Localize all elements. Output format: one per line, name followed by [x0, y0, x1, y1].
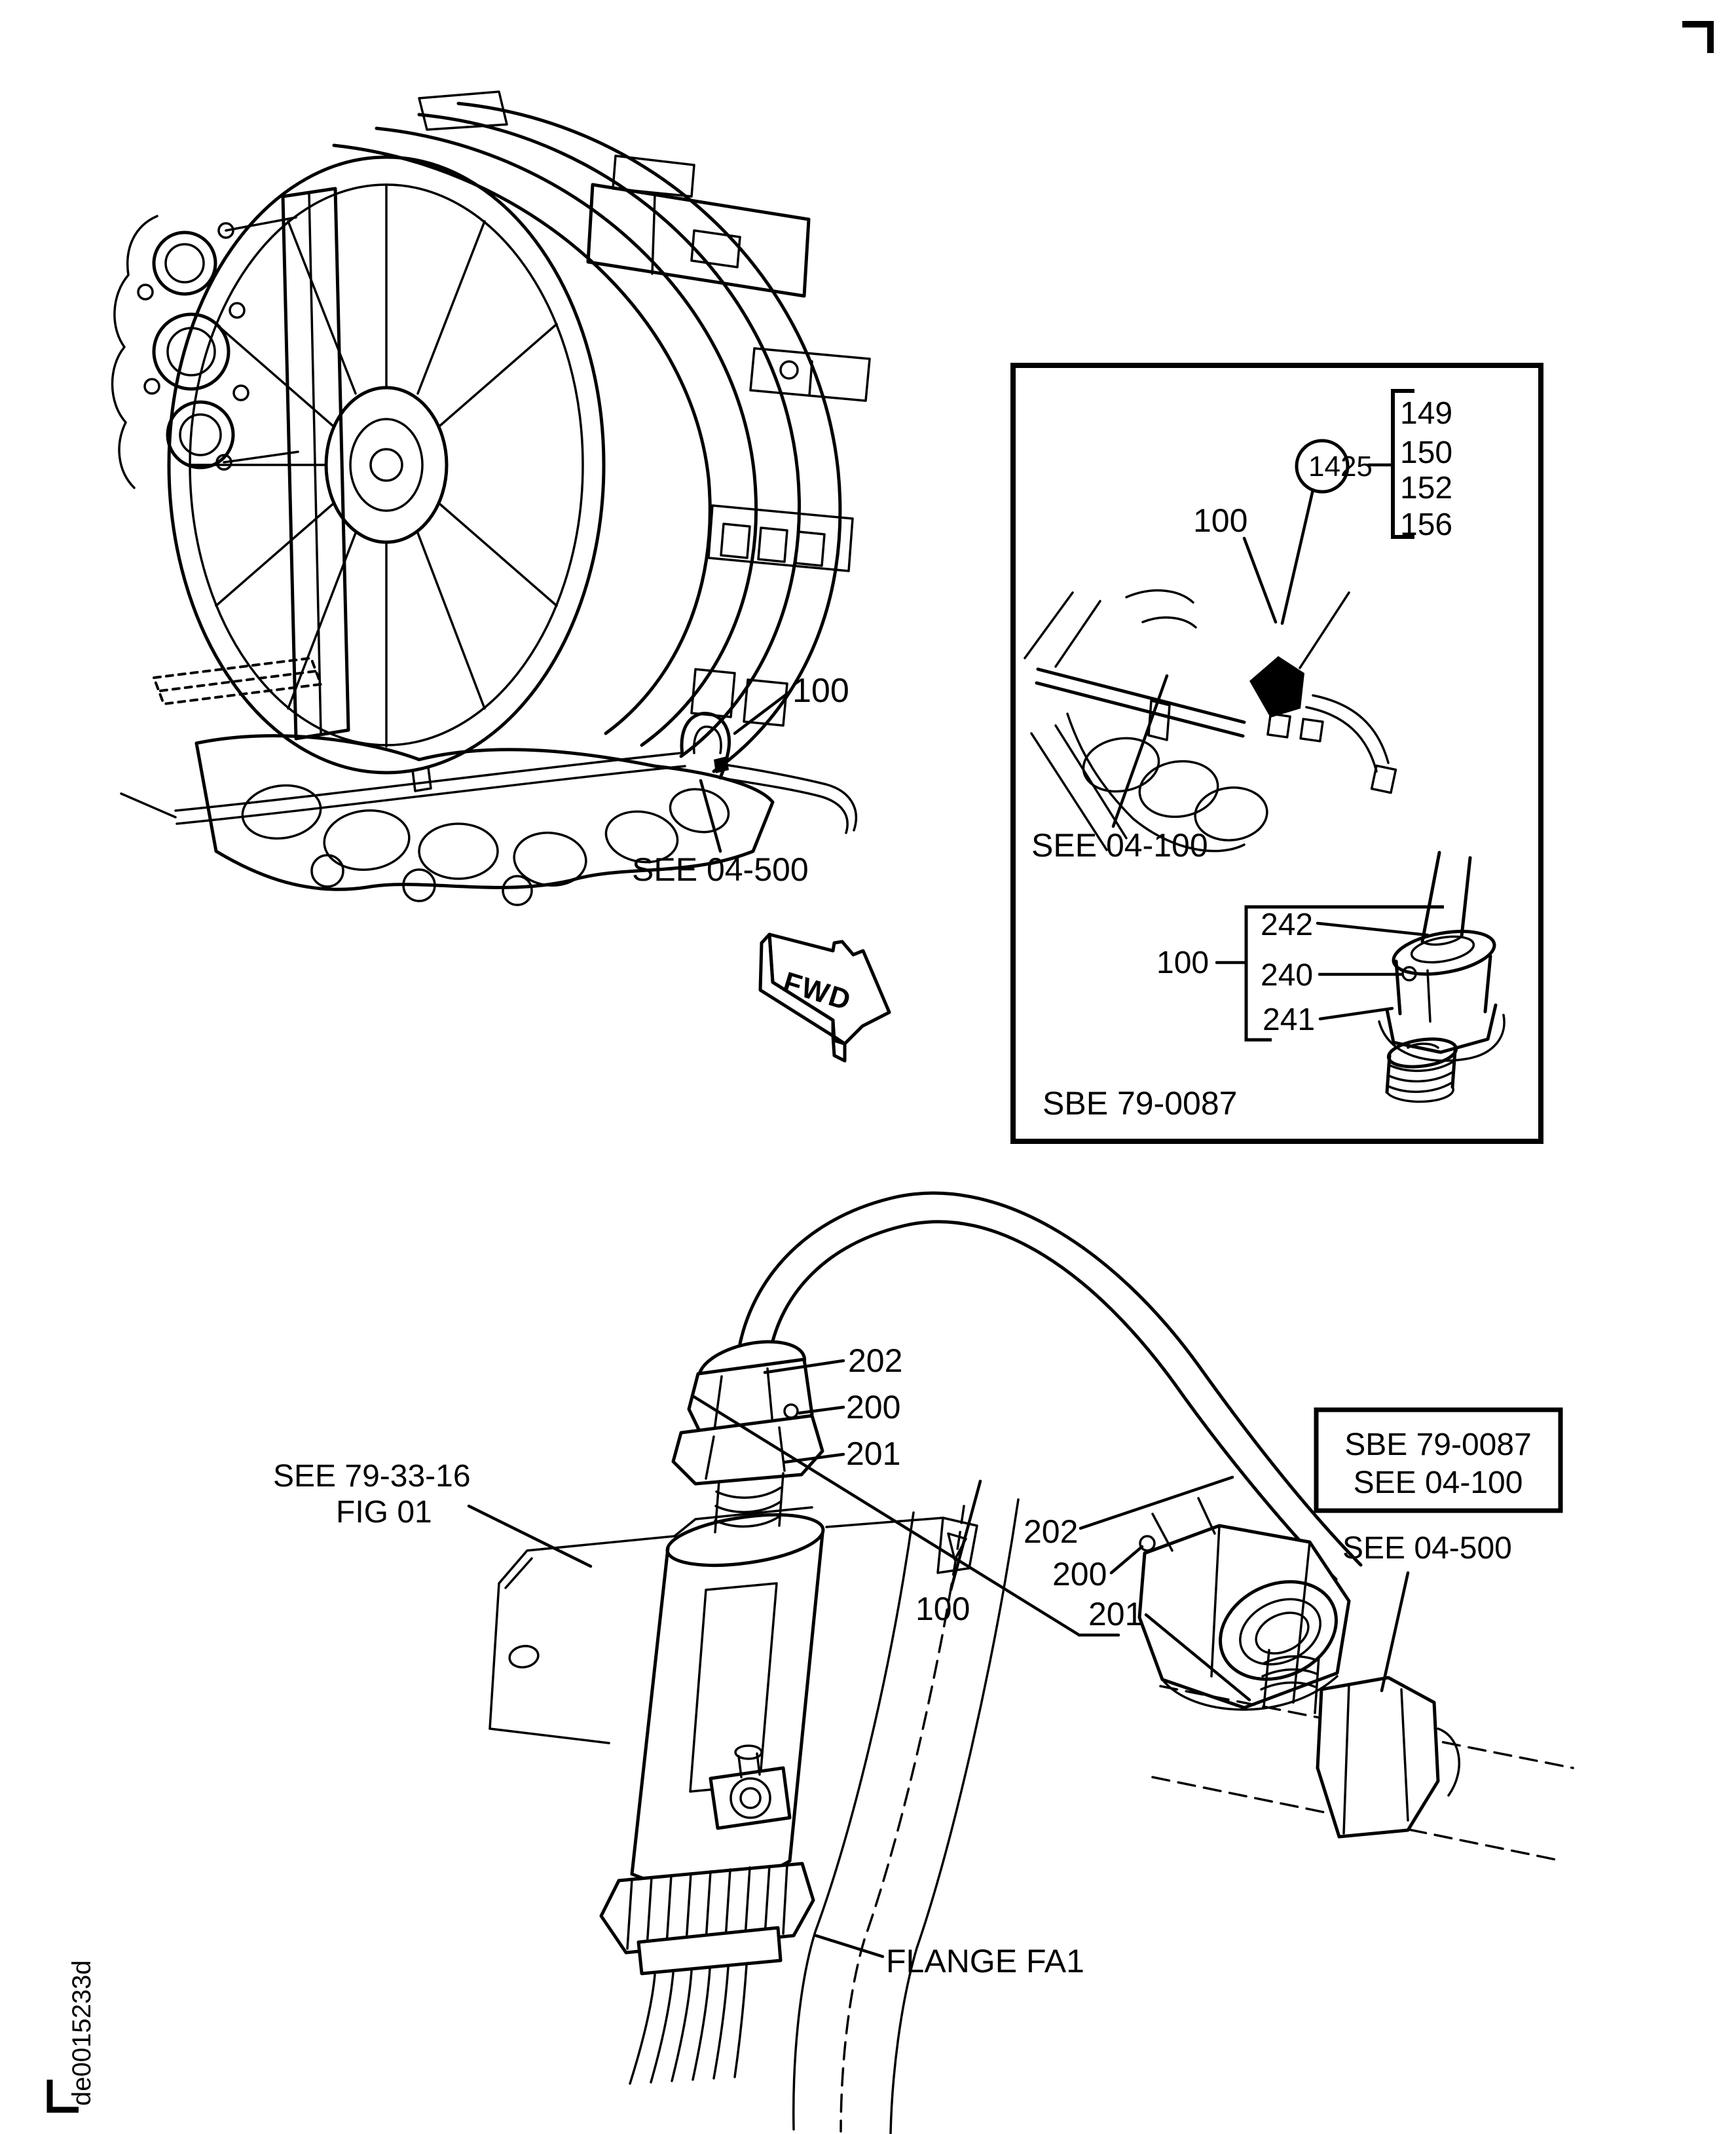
left-fitting-callouts: 202 200 201	[763, 1342, 902, 1472]
inset-fitting-detail: 242 240 241 100	[1156, 851, 1505, 1103]
callout-156: 156	[1400, 507, 1452, 542]
inset-engine-fragment	[1024, 589, 1397, 853]
ref-box-line1: SBE 79-0087	[1344, 1427, 1532, 1462]
label-240: 240	[1261, 958, 1313, 993]
speed-sensor	[599, 1513, 825, 2085]
ref-see-04-500-lower: SEE 04-500	[1342, 1531, 1512, 1566]
corner-marks	[46, 21, 1714, 2113]
right-fitting	[1137, 1497, 1351, 1711]
balloon-1425: 1425	[1308, 451, 1373, 483]
label-241: 241	[1263, 1003, 1315, 1037]
label-100-main: 100	[792, 672, 849, 710]
label-200-left: 200	[846, 1389, 900, 1426]
sensor-reference: SEE 79-33-16 FIG 01	[273, 1459, 593, 1568]
inset-balloon: 1425	[1280, 439, 1394, 625]
lower-pipe	[1151, 1649, 1574, 1862]
ref-fig-01: FIG 01	[336, 1495, 432, 1530]
corner-code: de0015233d	[67, 1960, 96, 2106]
flange-band	[792, 1498, 1020, 2134]
inset-box	[1010, 363, 1543, 1144]
right-fitting-callouts: 202 200 201 100	[915, 1475, 1251, 1702]
label-201-left: 201	[846, 1435, 900, 1472]
label-100-inset: 100	[1193, 502, 1247, 539]
main-view-callouts: 100 SEE 04-500	[632, 672, 849, 888]
label-200-right: 200	[1052, 1556, 1107, 1592]
label-202-left: 202	[848, 1342, 902, 1379]
label-100-hose: 100	[915, 1591, 970, 1627]
inset-caption: SBE 79-0087	[1043, 1085, 1237, 1122]
flange-callout: FLANGE FA1	[814, 1934, 1084, 1979]
label-100-detail: 100	[1156, 946, 1209, 980]
engine-drawing	[111, 90, 871, 906]
callout-152: 152	[1400, 471, 1452, 506]
ref-see-04-500-main: SEE 04-500	[632, 851, 809, 888]
label-202-right: 202	[1024, 1513, 1078, 1550]
flange-label: FLANGE FA1	[886, 1943, 1084, 1979]
label-201-right: 201	[1088, 1596, 1143, 1632]
ref-box-line2: SEE 04-100	[1354, 1465, 1523, 1500]
ref-see-04-100-inset: SEE 04-100	[1031, 827, 1208, 864]
label-242: 242	[1261, 908, 1313, 942]
inset-upper-callouts: 100 SEE 04-100	[1031, 502, 1278, 864]
inset-callout-list: 149 150 152 156	[1391, 389, 1452, 542]
hose-drawing	[489, 1191, 1574, 2134]
reference-box: SBE 79-0087 SEE 04-100 SEE 04-500	[1314, 1407, 1563, 1693]
callout-150: 150	[1400, 435, 1452, 470]
fwd-arrow-icon: FWD	[758, 932, 891, 1063]
callout-149: 149	[1400, 396, 1452, 431]
ref-see-79-33-16: SEE 79-33-16	[273, 1459, 471, 1494]
left-fitting	[671, 1340, 824, 1534]
